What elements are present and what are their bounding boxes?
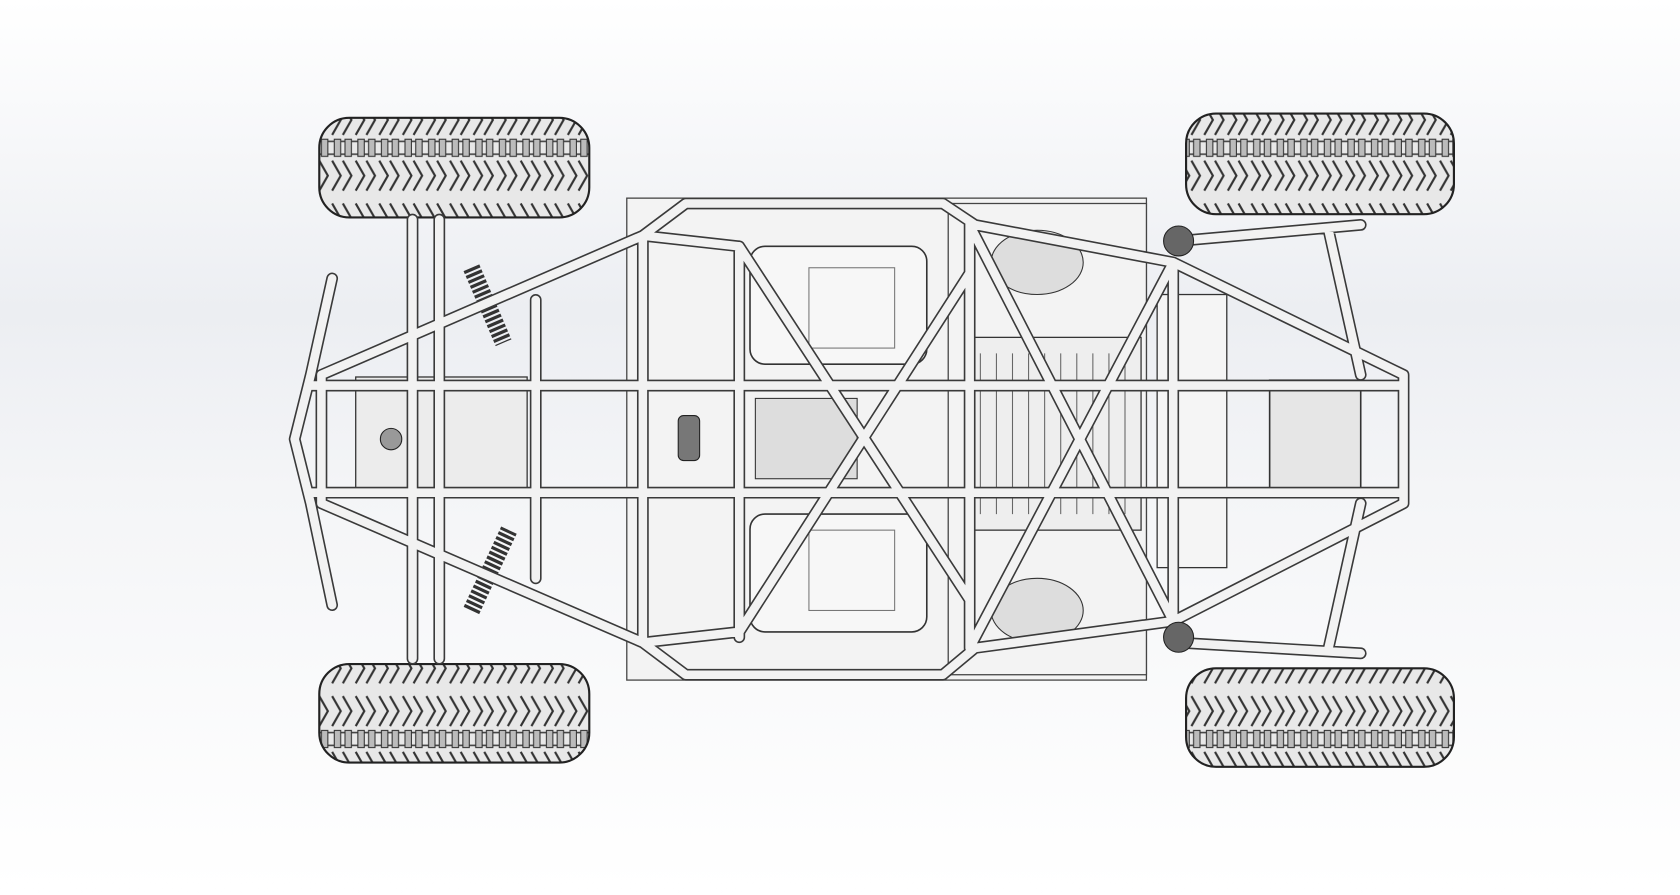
steering-pinion [379, 427, 403, 451]
hub-rear-bottom [1163, 621, 1195, 653]
tire-front-left [318, 116, 591, 219]
tire-rear-left [318, 662, 591, 764]
hub-rear-top [1163, 225, 1195, 257]
tire-front-right [1185, 112, 1455, 216]
tire-rear-right [1185, 667, 1455, 768]
shock-front-left [463, 264, 512, 347]
transaxle [1268, 379, 1362, 494]
roll-cage [288, 197, 1410, 681]
brake-booster [677, 415, 701, 462]
